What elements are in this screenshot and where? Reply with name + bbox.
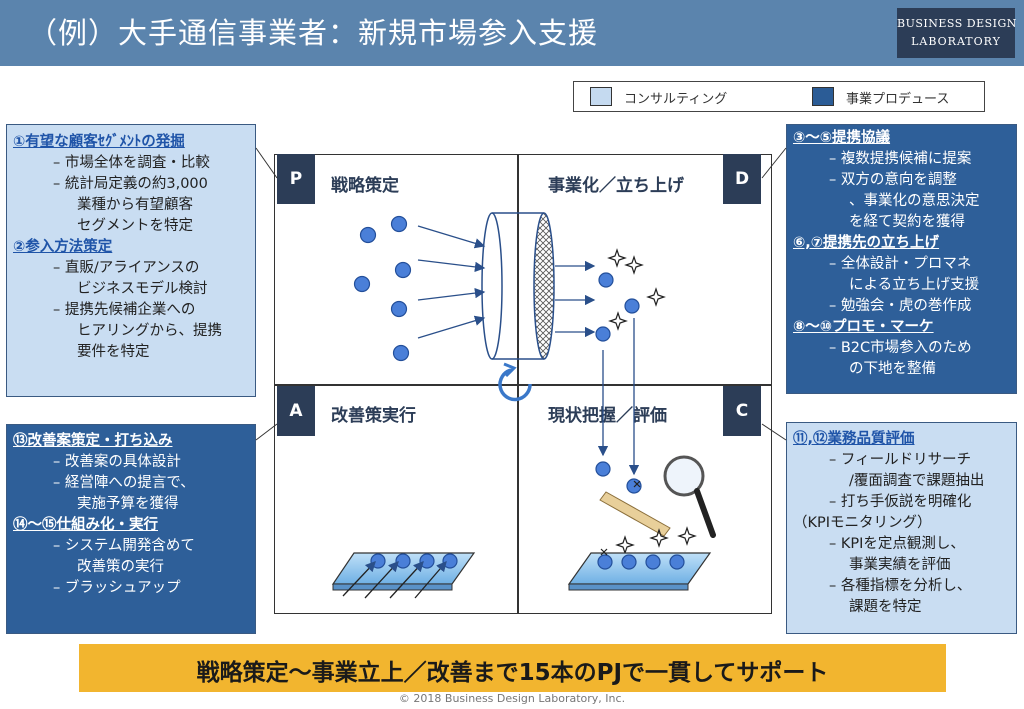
box-launch-details: ③～⑤提携協議 – 複数提携候補に提案 – 双方の意向を調整 、事業化の意思決定… <box>786 124 1017 394</box>
summary-banner-text: 戦略策定～事業立上／改善まで15本のPJで一貫してサポート <box>196 660 829 686</box>
quadrant-a-title: 改善策実行 <box>331 406 416 426</box>
bullet-continuation: 改善策の実行 <box>77 559 164 575</box>
box-heading: ②参入方法策定 <box>13 239 113 255</box>
bullet: – 改善案の具体設計 <box>53 454 181 470</box>
bullet: – ブラッシュアップ <box>53 580 181 596</box>
box-heading: ⑭～⑮仕組み化・実行 <box>13 517 158 533</box>
box-heading: ⑥,⑦提携先の立ち上げ <box>793 235 940 251</box>
grid-divider-horizontal <box>274 384 772 386</box>
legend-consulting-swatch <box>590 87 612 106</box>
quadrant-a-label: A <box>277 386 315 436</box>
bullet: – 複数提携候補に提案 <box>829 151 972 167</box>
bullet-continuation: 、事業化の意思決定 <box>849 193 980 209</box>
legend-consulting-label: コンサルティング <box>624 92 728 107</box>
bullet-continuation: 課題を特定 <box>849 599 922 615</box>
legend-produce-swatch <box>812 87 834 106</box>
bullet-continuation: 要件を特定 <box>77 344 150 360</box>
logo-line-2: LABORATORY <box>911 35 1001 48</box>
bullet: – B2C市場参入のため <box>829 340 972 356</box>
quadrant-c-title: 現状把握／評価 <box>548 406 667 426</box>
bullet: – 各種指標を分析し、 <box>829 578 972 594</box>
bullet-continuation: ビジネスモデル検討 <box>77 281 208 297</box>
header-bar: （例）大手通信事業者：新規市場参入支援 BUSINESS DESIGN LABO… <box>0 0 1024 66</box>
box-evaluation-details: ⑪,⑫業務品質評価 – フィールドリサーチ /覆面調査で課題抽出 – 打ち手仮説… <box>786 422 1017 634</box>
bullet-continuation: /覆面調査で課題抽出 <box>849 473 985 489</box>
bullet: – 直販/アライアンスの <box>53 260 200 276</box>
box-strategy-details: ①有望な顧客ｾｸﾞﾒﾝﾄの発掘 – 市場全体を調査・比較 – 統計局定義の約3,… <box>6 124 256 397</box>
bullet: – フィールドリサーチ <box>829 452 972 468</box>
quadrant-p-label: P <box>277 154 315 204</box>
bullet: – KPIを定点観測し、 <box>829 536 965 552</box>
legend-produce-label: 事業プロデュース <box>846 92 950 107</box>
box-improvement-details: ⑬改善案策定・打ち込み – 改善案の具体設計 – 経営陣への提言で、 実施予算を… <box>6 424 256 634</box>
copyright-text: © 2018 Business Design Laboratory, Inc. <box>398 692 626 705</box>
box-heading: ⑧～⑩プロモ・マーケ <box>793 319 934 335</box>
bullet: – 打ち手仮説を明確化 <box>829 494 972 510</box>
company-logo: BUSINESS DESIGN LABORATORY <box>897 8 1017 58</box>
bullet-continuation: を経て契約を獲得 <box>849 214 965 230</box>
quadrant-c-label: C <box>723 386 761 436</box>
bullet-continuation: 業種から有望顧客 <box>77 197 193 213</box>
quadrant-p-title: 戦略策定 <box>331 176 399 196</box>
bullet-continuation: 事業実績を評価 <box>849 557 951 573</box>
bullet-continuation: の下地を整備 <box>849 361 936 377</box>
bullet-continuation: （KPIモニタリング） <box>793 515 932 531</box>
bullet: – システム開発含めて <box>53 538 195 554</box>
box-heading: ⑬改善案策定・打ち込み <box>13 433 173 449</box>
bullet-continuation: による立ち上げ支援 <box>849 277 980 293</box>
bullet-continuation: セグメントを特定 <box>77 218 193 234</box>
legend: コンサルティング 事業プロデュース <box>573 81 985 112</box>
bullet: – 勉強会・虎の巻作成 <box>829 298 972 314</box>
quadrant-d-label: D <box>723 154 761 204</box>
bullet-continuation: ヒアリングから、提携 <box>77 323 222 339</box>
bullet: – 提携先候補企業への <box>53 302 196 318</box>
summary-banner: 戦略策定～事業立上／改善まで15本のPJで一貫してサポート <box>79 644 946 692</box>
page-title: （例）大手通信事業者：新規市場参入支援 <box>28 16 599 50</box>
bullet: – 統計局定義の約3,000 <box>53 176 208 192</box>
box-heading: ①有望な顧客ｾｸﾞﾒﾝﾄの発掘 <box>13 134 185 150</box>
bullet: – 経営陣への提言で、 <box>53 475 195 491</box>
bullet: – 全体設計・プロマネ <box>829 256 972 272</box>
quadrant-d-title: 事業化／立ち上げ <box>548 176 684 196</box>
box-heading: ③～⑤提携協議 <box>793 130 891 146</box>
bullet: – 市場全体を調査・比較 <box>53 155 210 171</box>
bullet-continuation: 実施予算を獲得 <box>77 496 179 512</box>
logo-line-1: BUSINESS DESIGN <box>897 17 1017 30</box>
bullet: – 双方の意向を調整 <box>829 172 957 188</box>
box-heading: ⑪,⑫業務品質評価 <box>793 431 915 447</box>
